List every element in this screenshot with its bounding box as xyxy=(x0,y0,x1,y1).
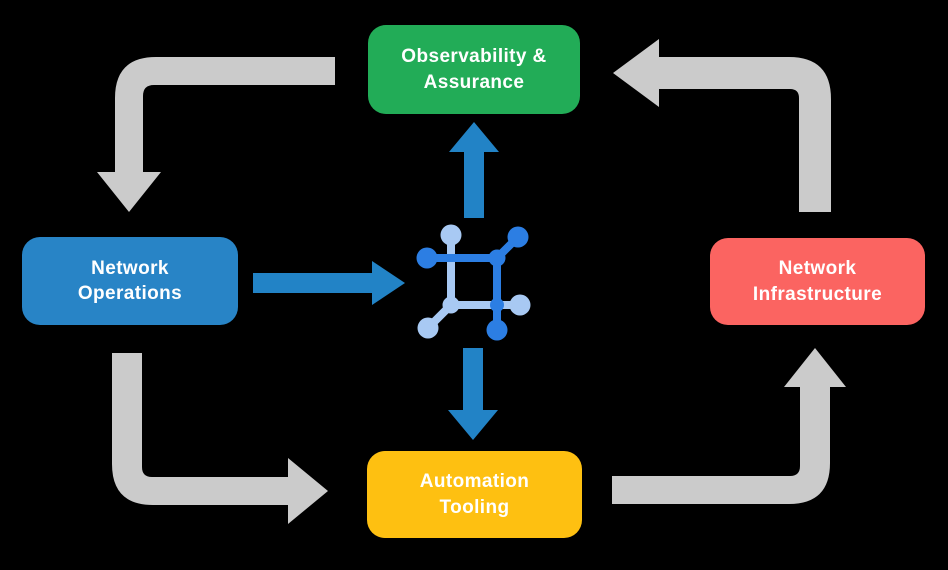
arrow-operations-to-automation xyxy=(112,353,328,524)
arrow-infrastructure-to-observability xyxy=(613,39,831,212)
icon-corner-bottomleft xyxy=(442,296,460,314)
node-automation-label: Automation Tooling xyxy=(419,471,530,518)
arrow-center-to-observability xyxy=(449,122,499,218)
arrow-observability-to-operations xyxy=(97,57,335,212)
node-observability-label: Observability & Assurance xyxy=(401,46,547,93)
icon-corner-bottomright xyxy=(490,298,504,312)
node-operations-label: Network Operations xyxy=(77,257,183,304)
icon-node-top xyxy=(440,224,462,246)
icon-node-left xyxy=(416,247,438,269)
icon-node-right xyxy=(509,294,531,316)
icon-node-bottom xyxy=(486,319,508,341)
arrow-operations-to-center xyxy=(253,261,405,305)
icon-corner-topright xyxy=(488,249,506,267)
node-observability-assurance: Observability & Assurance xyxy=(368,25,580,114)
node-network-operations: Network Operations xyxy=(22,237,238,325)
network-platform-icon xyxy=(416,224,531,341)
arrow-center-to-automation xyxy=(448,348,498,440)
arrow-automation-to-infrastructure xyxy=(612,348,846,504)
node-infrastructure-label: Network Infrastructure xyxy=(752,258,883,305)
node-automation-tooling: Automation Tooling xyxy=(367,451,582,538)
node-network-infrastructure: Network Infrastructure xyxy=(710,238,925,325)
icon-node-topright xyxy=(507,226,529,248)
icon-node-bottomleft xyxy=(417,317,439,339)
